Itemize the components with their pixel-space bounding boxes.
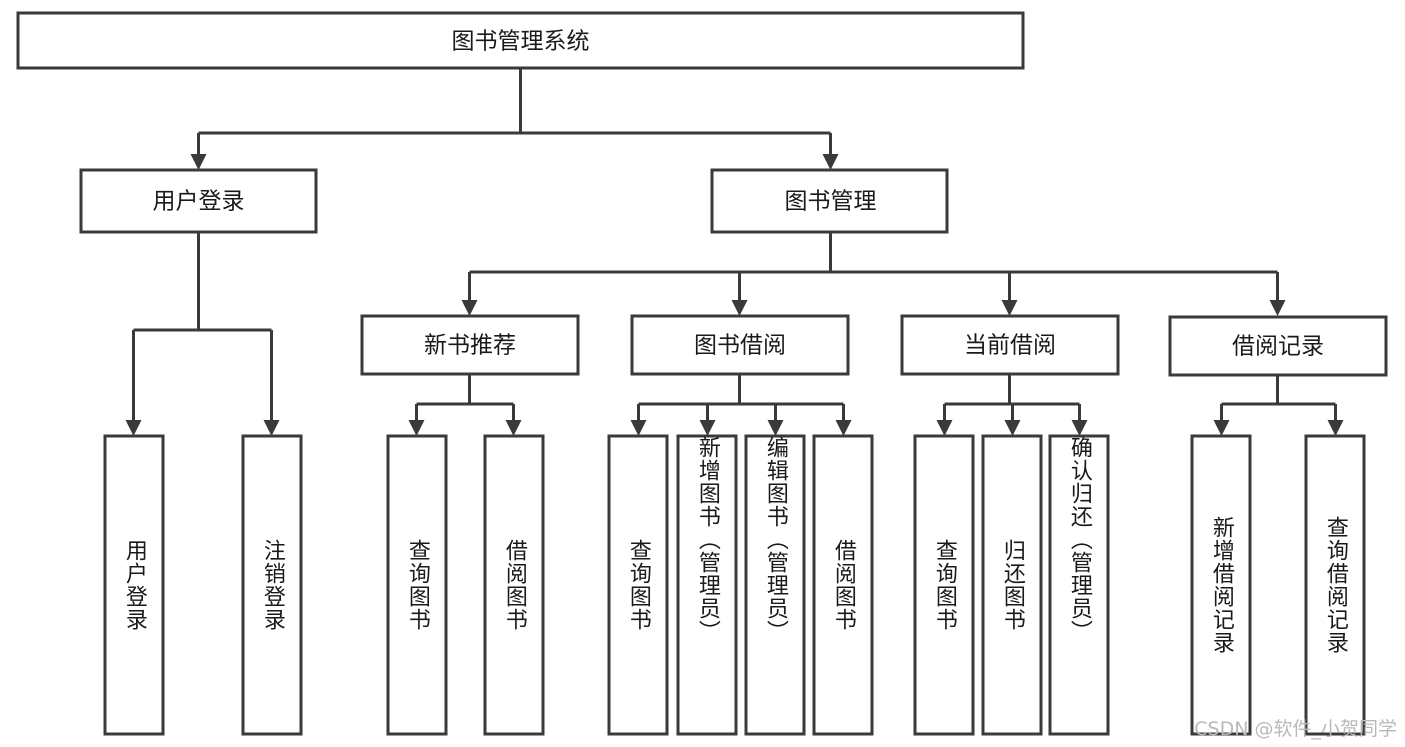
arrow-head-user-login	[190, 154, 207, 170]
node-box-leaf-return-book[interactable]	[981, 434, 1043, 736]
arrow-head-leaf-add-book-admin	[699, 420, 716, 436]
node-label-user-login: 用户登录	[153, 189, 245, 215]
arrow-head-leaf-query-borrow-record	[1327, 420, 1344, 436]
node-box-user-login[interactable]	[79, 168, 318, 234]
arrow-head-leaf-add-borrow-record	[1213, 420, 1230, 436]
node-box-leaf-logout-login[interactable]	[241, 434, 303, 736]
node-box-leaf-borrow-book-2[interactable]	[812, 434, 874, 736]
arrow-head-leaf-edit-book-admin	[767, 420, 784, 436]
arrow-head-leaf-logout-login	[263, 420, 280, 436]
node-box-leaf-confirm-return-admin[interactable]	[1048, 434, 1110, 736]
arrow-head-book-borrow	[731, 300, 748, 316]
arrow-head-leaf-confirm-return-admin	[1071, 420, 1088, 436]
arrow-head-leaf-borrow-book-1	[505, 420, 522, 436]
node-box-root[interactable]	[16, 11, 1025, 70]
arrow-head-new-book-rec	[461, 300, 478, 316]
node-label-book-borrow: 图书借阅	[694, 333, 786, 359]
arrow-head-leaf-return-book	[1004, 420, 1021, 436]
arrow-head-leaf-borrow-book-2	[835, 420, 852, 436]
edges-group	[125, 68, 1344, 436]
node-box-leaf-add-borrow-record[interactable]	[1190, 434, 1252, 736]
node-box-leaf-user-login[interactable]	[103, 434, 165, 736]
node-box-leaf-query-book-2[interactable]	[607, 434, 669, 736]
node-label-borrow-record: 借阅记录	[1232, 334, 1324, 360]
node-box-leaf-query-borrow-record[interactable]	[1304, 434, 1366, 736]
arrow-head-leaf-query-book-3	[936, 420, 953, 436]
node-box-leaf-query-book-3[interactable]	[913, 434, 975, 736]
arrow-head-current-borrow	[1001, 300, 1018, 316]
node-label-root: 图书管理系统	[452, 29, 590, 55]
arrow-head-borrow-record	[1269, 300, 1286, 316]
node-box-leaf-query-book-1[interactable]	[386, 434, 448, 736]
node-label-book-manage: 图书管理	[785, 189, 877, 215]
node-box-new-book-rec[interactable]	[360, 314, 580, 376]
node-box-book-manage[interactable]	[710, 168, 949, 234]
arrow-head-leaf-query-book-2	[630, 420, 647, 436]
nodes-group: 图书管理系统 用户登录 图书管理 新书推荐 图书借阅 当前借阅 借阅记录	[16, 11, 1388, 736]
node-label-new-book-rec: 新书推荐	[424, 333, 516, 359]
node-box-current-borrow[interactable]	[900, 314, 1120, 376]
node-box-leaf-add-book-admin[interactable]	[676, 434, 738, 736]
node-box-leaf-borrow-book-1[interactable]	[483, 434, 545, 736]
node-box-leaf-edit-book-admin[interactable]	[744, 434, 806, 736]
arrow-head-book-manage	[822, 154, 839, 170]
arrow-head-leaf-query-book-1	[408, 420, 425, 436]
node-box-book-borrow[interactable]	[630, 314, 850, 376]
arrow-head-leaf-user-login	[125, 420, 142, 436]
node-label-current-borrow: 当前借阅	[964, 333, 1056, 359]
node-box-borrow-record[interactable]	[1168, 315, 1388, 377]
